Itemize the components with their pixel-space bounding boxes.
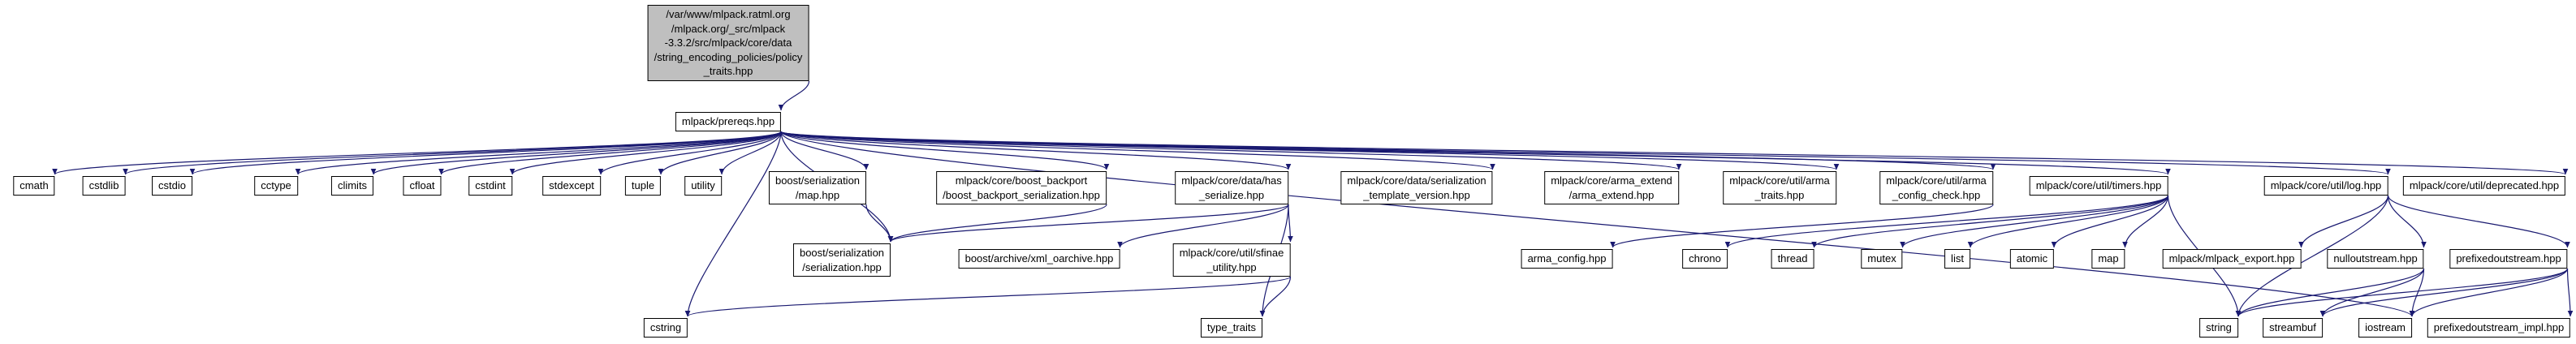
include-edge-prereqs-iostream bbox=[780, 131, 2415, 317]
include-edge-prereqs-arma_config_check bbox=[780, 131, 1996, 170]
graph-node-nulloutstream[interactable]: nulloutstream.hpp bbox=[2327, 249, 2424, 269]
include-edge-prereqs-utility bbox=[718, 131, 782, 175]
graph-node-has_serialize[interactable]: mlpack/core/data/has _serialize.hpp bbox=[1175, 171, 1288, 205]
graph-node-backport[interactable]: mlpack/core/boost_backport /boost_backpo… bbox=[936, 171, 1107, 205]
include-edge-prereqs-log bbox=[780, 131, 2391, 175]
graph-node-arma_extend[interactable]: mlpack/core/arma_extend /arma_extend.hpp bbox=[1544, 171, 1679, 205]
include-edge-prereqs-timers bbox=[780, 131, 2171, 175]
graph-node-root: /var/www/mlpack.ratml.org /mlpack.org/_s… bbox=[647, 5, 809, 81]
graph-node-climits: climits bbox=[330, 176, 374, 196]
graph-node-type_traits: type_traits bbox=[1201, 318, 1262, 338]
graph-node-cmath: cmath bbox=[13, 176, 55, 196]
graph-node-atomic: atomic bbox=[2009, 249, 2055, 269]
include-edge-timers-chrono bbox=[1724, 195, 2169, 248]
include-edge-prereqs-ser_tmpl bbox=[780, 131, 1495, 170]
include-edge-timers-atomic bbox=[2051, 195, 2169, 248]
include-edge-prefixedoutstream-string bbox=[2235, 268, 2569, 317]
include-edge-backport-serialization bbox=[887, 204, 1107, 243]
include-edge-prereqs-cstdio bbox=[189, 131, 782, 175]
include-edge-timers-list bbox=[1967, 195, 2169, 248]
graph-node-chrono: chrono bbox=[1682, 249, 1728, 269]
graph-node-string: string bbox=[2199, 318, 2238, 338]
include-edge-prereqs-cstdint bbox=[509, 131, 782, 175]
graph-node-ser_map[interactable]: boost/serialization /map.hpp bbox=[768, 171, 867, 205]
graph-node-mlpack_export[interactable]: mlpack/mlpack_export.hpp bbox=[2162, 249, 2302, 269]
include-edge-prereqs-climits bbox=[370, 131, 782, 175]
include-edge-prereqs-deprecated bbox=[780, 131, 2568, 175]
include-edge-prereqs-backport bbox=[780, 131, 1110, 170]
graph-node-thread: thread bbox=[1771, 249, 1814, 269]
include-edge-prereqs-ser_map bbox=[780, 131, 869, 170]
graph-node-arma_config[interactable]: arma_config.hpp bbox=[1521, 249, 1613, 269]
graph-node-iostream: iostream bbox=[2358, 318, 2412, 338]
include-edge-log-mlpack_export bbox=[2298, 195, 2389, 248]
graph-node-prefixedoutstream[interactable]: prefixedoutstream.hpp bbox=[2449, 249, 2568, 269]
graph-node-sfinae[interactable]: mlpack/core/util/sfinae _utility.hpp bbox=[1172, 243, 1291, 277]
graph-node-list: list bbox=[1944, 249, 1970, 269]
graph-node-cctype: cctype bbox=[254, 176, 298, 196]
include-edge-prereqs-tuple bbox=[658, 131, 782, 175]
include-edge-prereqs-arma_extend bbox=[780, 131, 1681, 170]
graph-node-timers[interactable]: mlpack/core/util/timers.hpp bbox=[2029, 176, 2168, 196]
graph-node-arma_traits[interactable]: mlpack/core/util/arma _traits.hpp bbox=[1723, 171, 1836, 205]
include-edge-prefixedoutstream-iostream bbox=[2409, 268, 2569, 317]
include-edge-prereqs-cfloat bbox=[438, 131, 782, 175]
graph-node-ser_tmpl[interactable]: mlpack/core/data/serialization _template… bbox=[1340, 171, 1493, 205]
graph-node-arma_config_check[interactable]: mlpack/core/util/arma _config_check.hpp bbox=[1879, 171, 1993, 205]
include-edge-nulloutstream-streambuf bbox=[2319, 268, 2425, 317]
include-edge-log-string bbox=[2235, 195, 2389, 317]
include-edge-prefixedoutstream-prefixed_impl bbox=[2566, 268, 2574, 317]
include-edge-prereqs-stdexcept bbox=[598, 131, 782, 175]
graph-node-utility: utility bbox=[684, 176, 722, 196]
include-edge-timers-map bbox=[2122, 195, 2169, 248]
graph-node-prereqs[interactable]: mlpack/prereqs.hpp bbox=[675, 112, 782, 131]
graph-node-deprecated[interactable]: mlpack/core/util/deprecated.hpp bbox=[2402, 176, 2566, 196]
graph-node-tuple: tuple bbox=[624, 176, 662, 196]
include-edge-log-nulloutstream bbox=[2387, 195, 2427, 248]
graph-node-xml_oarchive[interactable]: boost/archive/xml_oarchive.hpp bbox=[958, 249, 1120, 269]
graph-node-prefixed_impl[interactable]: prefixedoutstream_impl.hpp bbox=[2427, 318, 2571, 338]
graph-node-log[interactable]: mlpack/core/util/log.hpp bbox=[2263, 176, 2388, 196]
include-edge-ser_map-serialization bbox=[865, 204, 894, 243]
graph-node-streambuf: streambuf bbox=[2263, 318, 2323, 338]
graph-node-mutex: mutex bbox=[1861, 249, 1903, 269]
graph-node-cstdio: cstdio bbox=[152, 176, 192, 196]
graph-node-map: map bbox=[2091, 249, 2125, 269]
include-edge-prefixedoutstream-streambuf bbox=[2319, 268, 2569, 317]
include-edge-has_serialize-xml_oarchive bbox=[1117, 204, 1289, 248]
include-edge-has_serialize-serialization bbox=[887, 204, 1289, 243]
include-edge-arma_config_check-arma_config bbox=[1610, 204, 1994, 248]
graph-node-cstdint: cstdint bbox=[468, 176, 512, 196]
include-edge-sfinae-type_traits bbox=[1259, 276, 1292, 317]
include-edge-prereqs-cctype bbox=[295, 131, 782, 175]
include-edge-sfinae-cstring bbox=[684, 276, 1292, 317]
include-edge-prereqs-has_serialize bbox=[780, 131, 1292, 170]
include-edge-has_serialize-sfinae bbox=[1288, 204, 1293, 243]
include-edge-prereqs-cstring bbox=[684, 131, 782, 317]
include-edge-prereqs-cmath bbox=[52, 131, 782, 175]
include-edge-nulloutstream-string bbox=[2235, 268, 2425, 317]
graph-node-cstring: cstring bbox=[643, 318, 688, 338]
include-edge-log-prefixedoutstream bbox=[2387, 195, 2570, 248]
include-edge-timers-mutex bbox=[1900, 195, 2169, 248]
graph-node-cstdlib: cstdlib bbox=[82, 176, 126, 196]
include-edge-timers-thread bbox=[1811, 195, 2169, 248]
graph-node-serialization[interactable]: boost/serialization /serialization.hpp bbox=[792, 243, 891, 277]
graph-node-stdexcept: stdexcept bbox=[542, 176, 601, 196]
include-edge-root-prereqs bbox=[778, 80, 810, 111]
graph-node-cfloat: cfloat bbox=[403, 176, 442, 196]
